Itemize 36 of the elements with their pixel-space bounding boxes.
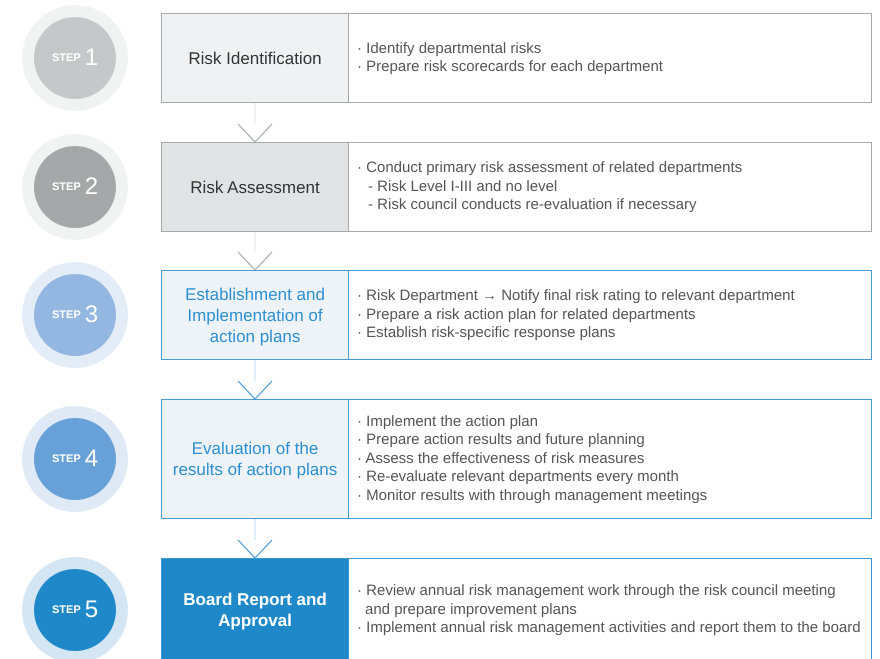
step-box: [161, 399, 872, 519]
bullet-item: · Prepare action results and future planning: [357, 431, 646, 450]
bullet-item: · Conduct primary risk assessment of related departments: [357, 159, 744, 178]
bullet-item: · Assess the effectiveness of risk measures: [357, 450, 646, 468]
step-title: Risk Assessment: [189, 176, 321, 198]
bullet-item: · Re-evaluate relevant departments every month: [357, 468, 680, 487]
bullet-item: · Identify departmental risks: [357, 40, 542, 58]
step-box: [161, 142, 872, 232]
bullet-item: · Monitor results with through management meetings: [357, 486, 708, 506]
step-label: STEP: [52, 52, 81, 64]
step-title: Board Report and Approval: [182, 589, 328, 631]
step-title: Risk Identification: [187, 48, 323, 68]
step-number: 3: [84, 301, 98, 329]
step-label: STEP: [52, 309, 81, 321]
step-number: 4: [84, 445, 98, 473]
step-number: 2: [84, 173, 98, 201]
step-box: [161, 13, 872, 103]
step-label: STEP: [52, 453, 81, 465]
bullet-item: · Review annual risk management work through the risk council meeting and prepare improvement plans: [357, 582, 837, 620]
bullet-item: · Establish risk-specific response plans: [357, 324, 616, 343]
step-label: STEP: [52, 604, 81, 616]
bullet-item: · Prepare a risk action plan for related departments: [357, 306, 697, 324]
bullet-item: · Prepare risk scorecards for each department: [357, 58, 664, 76]
bullet-item: · Implement annual risk management activities and report them to the board: [357, 619, 861, 638]
step-title: Establishment and Implementation of action plans: [184, 284, 326, 346]
bullet-item: · Implement the action plan: [357, 412, 539, 432]
bullet-item: · Risk Department → Notify final risk rating to relevant department: [357, 287, 796, 306]
bullet-item: - Risk council conducts re-evaluation if necessary: [367, 196, 698, 215]
bullet-item: - Risk Level I-III and no level: [367, 178, 558, 196]
step-box: [161, 270, 872, 360]
step-title: Evaluation of the results of action plans: [172, 438, 338, 480]
step-box: [161, 558, 872, 659]
arrow: [237, 232, 273, 271]
step-label: STEP: [52, 181, 81, 193]
step-number: 5: [84, 596, 98, 624]
step-number: 1: [84, 44, 98, 72]
